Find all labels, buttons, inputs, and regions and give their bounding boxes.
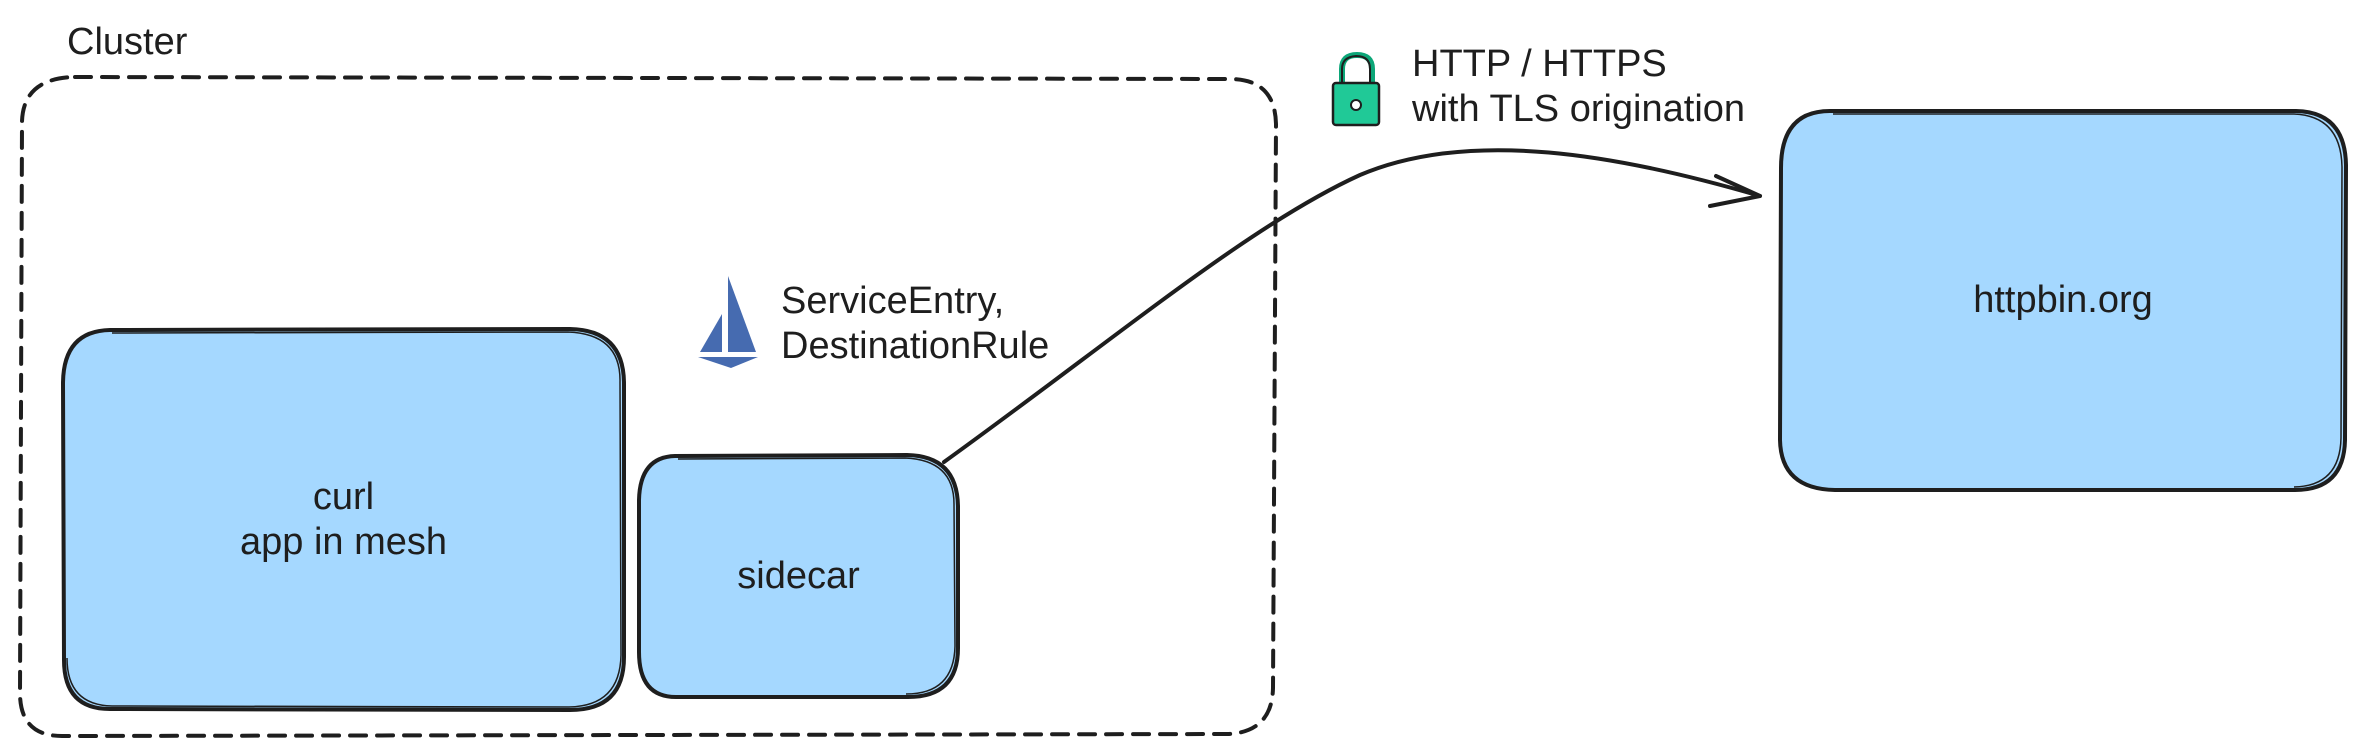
httpbin-label: httpbin.org bbox=[1973, 279, 2153, 321]
curl-app-label: curl app in mesh bbox=[63, 330, 624, 710]
curl-app-description: app in mesh bbox=[239, 521, 447, 563]
curl-app-name: curl bbox=[312, 476, 375, 518]
padlock-icon bbox=[1331, 51, 1381, 127]
sidecar-box-sketch bbox=[677, 457, 956, 695]
connection-arrow-line bbox=[942, 148, 1762, 464]
cluster-label: Cluster bbox=[67, 21, 188, 63]
curl-app-box-sketch bbox=[66, 331, 622, 708]
curl-app-box[interactable] bbox=[60, 326, 626, 713]
protocol-text: HTTP / HTTPS bbox=[1412, 43, 1667, 85]
cluster-boundary bbox=[17, 74, 1279, 739]
service-entry-text: ServiceEntry, bbox=[781, 280, 1005, 322]
connection-arrowhead bbox=[1708, 174, 1762, 208]
sidecar-box[interactable] bbox=[637, 452, 960, 699]
httpbin-box[interactable] bbox=[1777, 109, 2349, 492]
tls-origination-text: with TLS origination bbox=[1412, 88, 1746, 130]
istio-config-label: ServiceEntry, DestinationRule bbox=[781, 279, 1049, 369]
connection-label: HTTP / HTTPS with TLS origination bbox=[1412, 42, 1745, 132]
istio-sail-icon bbox=[698, 276, 758, 368]
httpbin-box-sketch bbox=[1833, 113, 2343, 488]
sidecar-label: sidecar bbox=[737, 555, 860, 597]
destination-rule-text: DestinationRule bbox=[781, 325, 1050, 367]
